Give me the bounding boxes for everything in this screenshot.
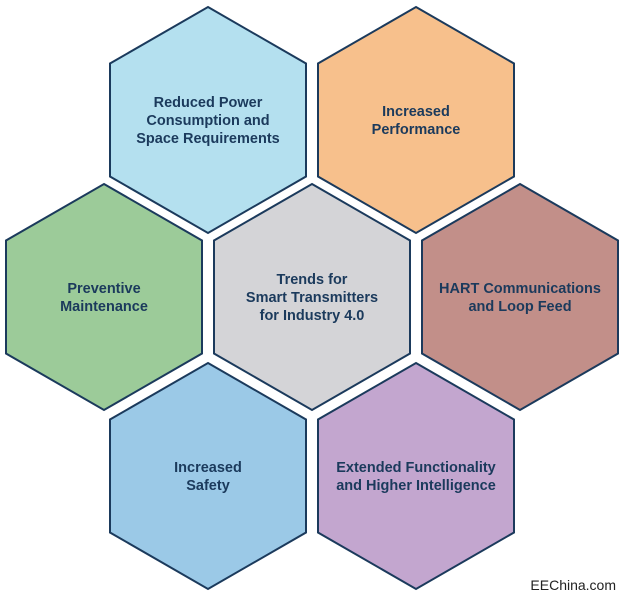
hexagon-center-label-line: Smart Transmitters <box>246 290 378 306</box>
hexagon-center-label-line: Trends for <box>277 272 348 288</box>
hexagon-bottom-right-label-line: and Higher Intelligence <box>336 478 496 494</box>
hexagon-mid-left-label-line: Maintenance <box>60 299 148 315</box>
hexagon-top-left-label-line: Consumption and <box>146 113 269 129</box>
watermark: EEChina.com <box>530 577 616 593</box>
hexagon-bottom-right-label-line: Extended Functionality <box>336 460 496 476</box>
hexagon-mid-right-label-line: HART Communications <box>439 281 601 297</box>
hexagon-center-shape <box>213 182 411 412</box>
hexagon-bottom-right: Extended Functionality and Higher Intelli… <box>317 361 515 591</box>
hexagon-top-right-shape <box>317 5 515 235</box>
hexagon-top-left-shape <box>109 5 307 235</box>
hexagon-bottom-left-label-line: Increased <box>174 460 242 476</box>
hexagon-mid-left-label-line: Preventive <box>67 281 140 297</box>
hexagon-mid-right: HART Communications and Loop Feed <box>421 182 619 412</box>
hexagon-bottom-right-shape <box>317 361 515 591</box>
hexagon-bottom-left-shape <box>109 361 307 591</box>
hexagon-top-left-label-line: Space Requirements <box>136 131 279 147</box>
hexagon-top-right-label-line: Performance <box>372 122 461 138</box>
hexagon-mid-left-shape <box>5 182 203 412</box>
hexagon-mid-right-shape <box>421 182 619 412</box>
hexagon-center-label-line: for Industry 4.0 <box>260 308 365 324</box>
hexagon-bottom-left-label-line: Safety <box>186 478 230 494</box>
hexagon-top-right-label-line: Increased <box>382 104 450 120</box>
hexagon-mid-right-label-line: and Loop Feed <box>468 299 571 315</box>
hexagon-top-left-label-line: Reduced Power <box>154 95 263 111</box>
